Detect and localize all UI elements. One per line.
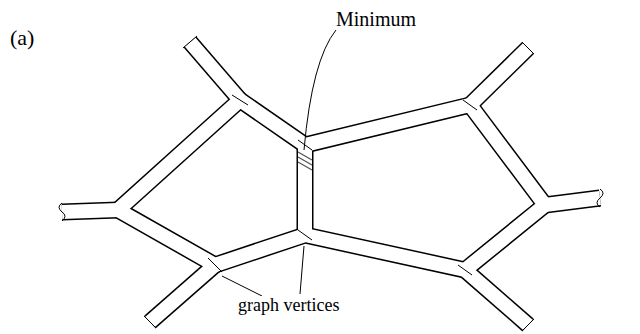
- hatch-line: [298, 162, 312, 170]
- ribbon-cut: [144, 316, 156, 328]
- ribbon-arm: [545, 198, 600, 205]
- ribbon-cut: [183, 36, 197, 48]
- ribbon-arm: [62, 210, 118, 212]
- ribbon-arm: [470, 48, 528, 105]
- ribbon-arm: [150, 265, 215, 322]
- ribbon-arm: [190, 42, 240, 100]
- vertex-fold: [463, 100, 477, 110]
- ribbon-cut: [522, 319, 534, 331]
- ribbon-center: [297, 145, 314, 235]
- vertex-fold: [232, 95, 248, 105]
- ribbon-arm: [190, 42, 240, 100]
- ribbon-cut: [522, 42, 534, 54]
- ribbon-fill: [62, 42, 600, 325]
- ribbon-arm: [470, 48, 528, 105]
- ribbon-arm: [150, 265, 215, 322]
- ribbon-ends: [59, 36, 603, 331]
- ribbon-arm: [465, 270, 528, 325]
- ribbon-outline: [62, 42, 600, 325]
- ribbon-loop: [118, 100, 545, 270]
- ribbon-center: [298, 145, 312, 235]
- leader-line: [304, 30, 336, 150]
- twist-hatch: [298, 152, 312, 170]
- callout-label: graph vertices: [236, 296, 341, 316]
- vertex-fold: [208, 258, 222, 272]
- ribbon-arm: [62, 210, 118, 212]
- ribbon-arm: [465, 270, 528, 325]
- ribbon-arm: [545, 198, 600, 205]
- leader-line: [222, 276, 262, 296]
- ribbon-loop: [118, 100, 545, 270]
- leader-lines: [222, 30, 336, 296]
- ribbon-cut: [597, 189, 603, 207]
- callout-label: Minimum: [334, 8, 418, 30]
- ribbon-cut: [59, 203, 65, 221]
- panel-letter: (a): [8, 26, 36, 50]
- vertex-fold: [298, 230, 312, 240]
- vertex-fold: [458, 265, 472, 275]
- leader-line: [300, 246, 304, 294]
